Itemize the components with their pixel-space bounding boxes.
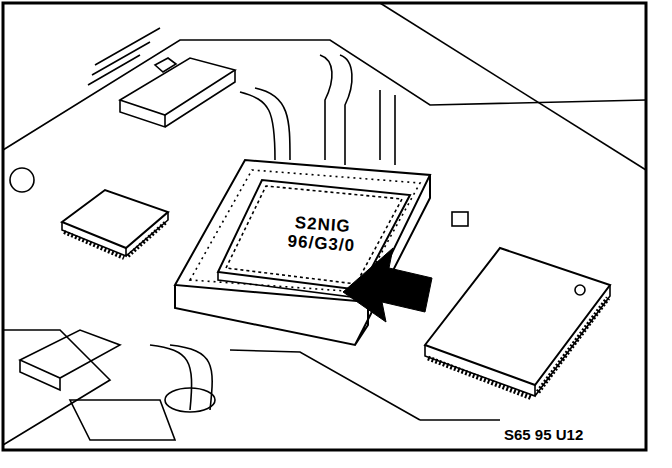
pin1-mark: [575, 285, 585, 295]
chip-pins: [64, 222, 166, 258]
chip-socket: [175, 175, 430, 345]
chip-pins: [428, 298, 608, 398]
figure-number: S65 95 U12: [502, 426, 585, 443]
connector: [120, 70, 235, 127]
frame: [3, 3, 646, 450]
pointer-arrow: [343, 248, 432, 322]
component: [20, 330, 120, 390]
ic-chip: [62, 190, 168, 248]
connector-latch: [155, 58, 176, 72]
component: [70, 400, 175, 440]
ic-chip: [425, 285, 610, 396]
mount-hole: [10, 168, 34, 192]
wires: [88, 28, 160, 85]
cable: [240, 88, 290, 160]
ic-chip: [425, 248, 610, 385]
chip-marking: S2NIG96/G3/0: [260, 201, 384, 269]
connector: [120, 58, 235, 115]
chip-label: 96/G3/0: [287, 233, 356, 256]
board-trace: [230, 350, 500, 420]
cable: [320, 55, 352, 165]
plcc-chip: [218, 272, 360, 298]
smd-part: [452, 212, 468, 226]
board-edge: [380, 3, 646, 170]
cable-clip: [165, 388, 215, 412]
cable: [380, 90, 395, 165]
board-edge: [3, 330, 110, 445]
